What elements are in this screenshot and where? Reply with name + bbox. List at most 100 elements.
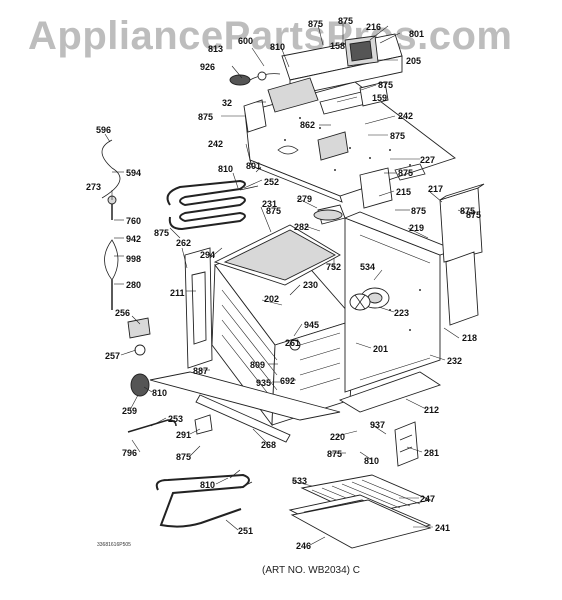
diagram-code: 33681616P505 [97,542,131,548]
callout-label: 215 [396,187,411,197]
callout-label: 158 [330,41,345,51]
callout-label: 256 [115,308,130,318]
callout-label: 813 [208,44,223,54]
control-bracket-assembly [243,33,403,161]
callout-label: 252 [264,177,279,187]
bottom-support [149,371,341,443]
callout-label: 926 [200,62,215,72]
callout-label: 205 [406,56,421,66]
oven-rack-lower [290,499,432,549]
callout-label: 810 [364,456,379,466]
callout-label: 159 [372,93,387,103]
callout-label: 945 [304,320,319,330]
callout-label: 32 [222,98,232,108]
callout-label: 273 [86,182,101,192]
callout-label: 875 [327,449,342,459]
callout-label: 257 [105,351,120,361]
callout-label: 875 [390,131,405,141]
callout-label: 268 [261,440,276,450]
oven-light-socket [229,71,281,86]
callout-label: 291 [176,430,191,440]
callout-label: 216 [366,22,381,32]
callout-label: 875 [398,168,413,178]
hinge-receptacle-plate [359,167,393,209]
callout-label: 253 [168,414,183,424]
callout-label: 217 [428,184,443,194]
art-number: (ART NO. WB2034) C [262,565,360,576]
callout-label: 247 [420,494,435,504]
callout-label: 280 [126,280,141,290]
callout-label: 810 [218,164,233,174]
control-board-housing [439,183,485,326]
callout-label: 259 [122,406,137,416]
callout-label: 935 [256,378,271,388]
bake-element [155,469,253,528]
meat-probe [101,139,121,220]
callout-label: 201 [373,344,388,354]
callout-label: 875 [338,16,353,26]
vent-duct [313,204,346,225]
callout-label: 279 [297,194,312,204]
callout-label: 810 [152,388,167,398]
callout-label: 887 [193,366,208,376]
callout-label: 212 [424,405,439,415]
callout-label: 534 [360,262,375,272]
oven-top-cover [213,224,341,286]
callout-label: 875 [378,80,393,90]
callout-label: 533 [292,476,307,486]
callout-label: 246 [296,541,311,551]
callout-label: 231 [262,199,277,209]
callout-label: 294 [200,250,215,260]
callout-label: 875 [460,206,475,216]
callout-label: 262 [176,238,191,248]
callout-label: 220 [330,432,345,442]
side-panel [184,247,213,369]
callout-label: 875 [154,228,169,238]
callout-label: 752 [326,262,341,272]
callout-label: 937 [370,420,385,430]
callout-label: 281 [424,448,439,458]
callout-label: 942 [126,234,141,244]
callout-label: 801 [409,29,424,39]
callout-label: 282 [294,222,309,232]
top-mounting-plate [244,81,456,203]
callout-label: 875 [266,206,281,216]
watermark: AppliancePartsPros.com [28,14,513,58]
callout-label: 251 [238,526,253,536]
callout-label: 862 [300,120,315,130]
oven-floor-tray [338,371,442,413]
temperature-sensor [104,239,119,310]
callout-label: 692 [280,376,295,386]
callout-label: 232 [447,356,462,366]
callout-label: 875 [411,206,426,216]
light-lens-assembly [127,317,151,397]
callout-label: 230 [303,280,318,290]
callout-label: 227 [420,155,435,165]
callout-label: 211 [170,288,185,298]
broil-element [166,179,259,231]
callout-label: 810 [270,42,285,52]
callout-label: 875 [466,210,481,220]
callout-label: 875 [308,19,323,29]
callout-label: 600 [238,36,253,46]
callout-label: 594 [126,168,141,178]
callout-label: 242 [208,139,223,149]
oven-outer-wrapper [343,211,457,393]
callout-label: 809 [250,360,265,370]
callout-label: 218 [462,333,477,343]
callout-label: 875 [176,452,191,462]
callout-label: 241 [435,523,450,533]
callout-label: 810 [200,480,215,490]
callout-label: 261 [285,338,300,348]
convection-fan [349,287,390,311]
callout-label: 998 [126,254,141,264]
callout-label: 242 [398,111,413,121]
callout-label: 219 [409,223,424,233]
callout-label: 796 [122,448,137,458]
callout-label: 223 [394,308,409,318]
callout-label: 202 [264,294,279,304]
callout-label: 801 [246,161,261,171]
callout-labels: 600 813 810 926 875 875 158 216 801 205 … [86,16,481,551]
